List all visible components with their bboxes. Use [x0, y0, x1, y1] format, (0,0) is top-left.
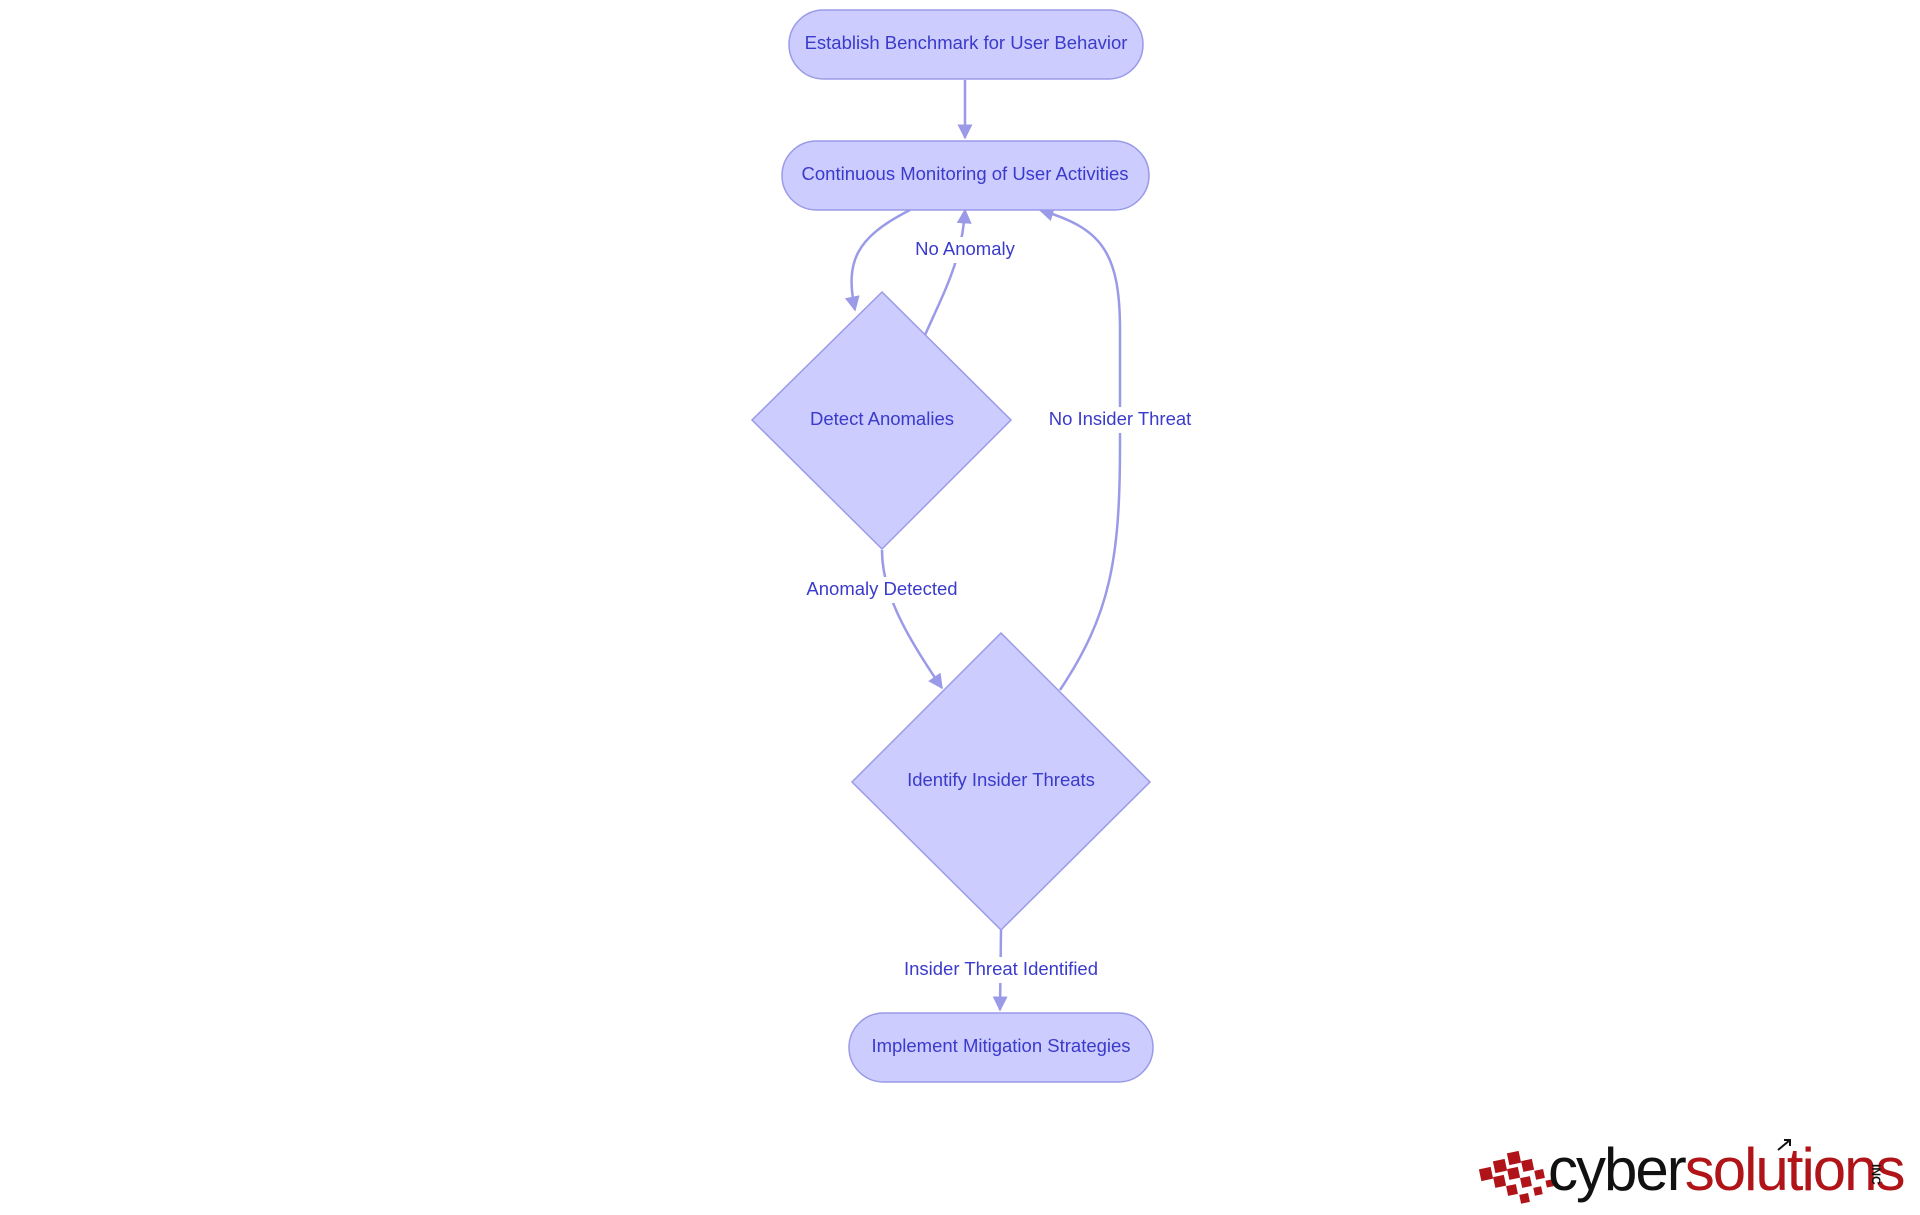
edge-label-no-insider-threat: No Insider Threat — [1049, 407, 1192, 433]
edge-label-insider-threat-identified: Insider Threat Identified — [904, 957, 1098, 983]
edge-label-anomaly-detected: Anomaly Detected — [805, 577, 959, 603]
edge-label-anomaly-detected-text: Anomaly Detected — [806, 578, 957, 599]
edge-label-no-insider-threat-text: No Insider Threat — [1049, 408, 1192, 429]
logo-solutions-text: solutions — [1685, 1136, 1904, 1203]
logo-arrow-icon — [1777, 1139, 1791, 1151]
edge-detect-to-monitoring-no-anomaly — [923, 208, 972, 336]
node-establish-label: Establish Benchmark for User Behavior — [805, 32, 1128, 53]
node-establish-benchmark: Establish Benchmark for User Behavior — [788, 9, 1144, 80]
edge-label-insider-threat-identified-text: Insider Threat Identified — [904, 958, 1098, 979]
edge-label-no-anomaly-text: No Anomaly — [915, 238, 1015, 259]
cybersolutions-logo: cybersolutions INC — [1478, 1136, 1906, 1204]
edge-detect-to-identify — [880, 549, 944, 690]
node-implement-mitigation: Implement Mitigation Strategies — [848, 1012, 1154, 1083]
logo-mark-icon — [1478, 1150, 1554, 1204]
node-identify-insider-threats: Identify Insider Threats — [850, 631, 1152, 932]
node-continuous-monitoring: Continuous Monitoring of User Activities — [781, 140, 1150, 211]
edge-identify-to-monitoring-no-threat — [1038, 206, 1122, 691]
logo-cyber-text: cyber — [1548, 1136, 1686, 1203]
node-mitigate-label: Implement Mitigation Strategies — [871, 1035, 1130, 1056]
node-monitoring-label: Continuous Monitoring of User Activities — [802, 163, 1129, 184]
logo-inc-text: INC — [1869, 1164, 1883, 1185]
edge-monitoring-to-detect — [844, 208, 911, 312]
node-identify-label: Identify Insider Threats — [907, 769, 1095, 790]
edge-label-no-anomaly: No Anomaly — [914, 237, 1016, 263]
svg-text:cybersolutions: cybersolutions — [1548, 1136, 1904, 1203]
node-detect-anomalies: Detect Anomalies — [750, 290, 1013, 551]
node-detect-label: Detect Anomalies — [810, 408, 954, 429]
